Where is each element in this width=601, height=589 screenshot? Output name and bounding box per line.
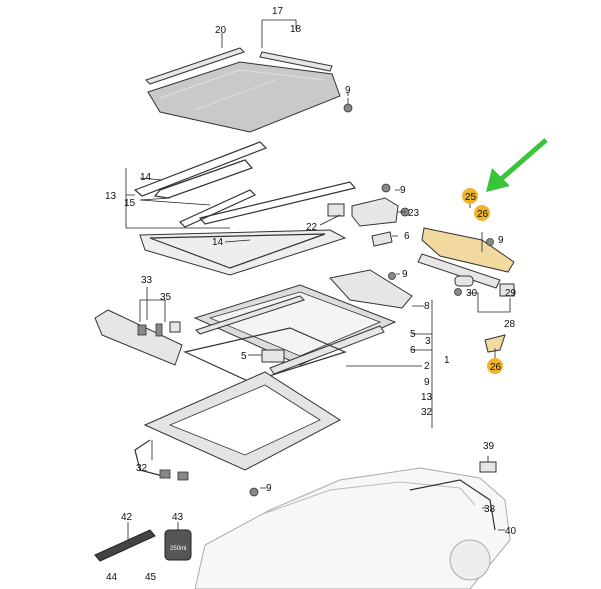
callout-40: 40 [505, 526, 517, 537]
highlight-marker-26 [474, 205, 490, 221]
callout-9b: 9 [400, 185, 406, 196]
seal-set [133, 141, 357, 276]
guide-block [261, 349, 285, 363]
callout-30: 30 [466, 288, 478, 299]
callout-23: 23 [408, 208, 420, 219]
base-frame [143, 371, 341, 471]
bolt [249, 487, 259, 497]
callout-22: 22 [306, 222, 318, 233]
cleaner-can [164, 529, 192, 561]
highlight-marker-25 [462, 188, 478, 204]
callout-5a: 5 [410, 329, 416, 340]
arrow-down-left-icon [486, 138, 548, 192]
callout-32: 32 [421, 407, 433, 418]
callout-45: 45 [145, 572, 157, 583]
callout-17: 17 [272, 6, 284, 17]
rail [417, 253, 501, 289]
callout-14b: 14 [212, 237, 224, 248]
drain-hose [134, 439, 171, 479]
callout-38: 38 [484, 504, 496, 515]
connector [327, 203, 345, 217]
callout-43: 43 [172, 512, 184, 523]
trim-strip-right [259, 51, 333, 72]
callout-35: 35 [160, 292, 172, 303]
callout-33: 33 [141, 275, 153, 286]
drive-motor [351, 197, 399, 227]
callout-2: 2 [424, 361, 430, 372]
highlight-marker-26b [487, 358, 503, 374]
callout-25: 25 [465, 192, 477, 203]
callout-1: 1 [444, 355, 450, 366]
callout-29: 29 [505, 288, 517, 299]
callout-9e: 9 [266, 483, 272, 494]
callout-39: 39 [483, 441, 495, 452]
callout-18: 18 [290, 24, 302, 35]
shade-panel [329, 269, 413, 309]
callout-9f: 9 [498, 235, 504, 246]
sunroof-frame [193, 284, 397, 375]
drain-hose-rear [409, 479, 496, 531]
callout-5b: 5 [241, 351, 247, 362]
leader-lines [125, 19, 511, 540]
trim-strip-left [145, 47, 245, 85]
callout-42: 42 [121, 512, 133, 523]
callout-labels: 20 17 18 9 14 13 15 14 9 23 22 6 9 8 5 3… [105, 6, 517, 583]
callout-26a: 26 [477, 209, 489, 220]
sealant-tube [94, 529, 156, 562]
callout-13b: 13 [421, 392, 433, 403]
clip [371, 231, 393, 247]
callout-9a: 9 [345, 85, 351, 96]
callout-32b: 32 [136, 463, 148, 474]
callout-26b: 26 [490, 362, 502, 373]
callout-9d: 9 [424, 377, 430, 388]
seal-ring [183, 327, 347, 383]
callout-20: 20 [215, 25, 227, 36]
can-label: 250ml [170, 546, 186, 552]
callout-6b: 6 [410, 345, 416, 356]
callout-14a: 14 [140, 172, 152, 183]
glass-panel [147, 61, 341, 133]
callout-28: 28 [504, 319, 516, 330]
callout-8: 8 [424, 301, 430, 312]
bracket [484, 334, 506, 353]
callout-9c: 9 [402, 269, 408, 280]
callout-13: 13 [105, 191, 117, 202]
callout-15: 15 [124, 198, 136, 209]
car-silhouette [194, 467, 511, 589]
callout-3: 3 [425, 336, 431, 347]
bolt [343, 103, 353, 113]
callout-6a: 6 [404, 231, 410, 242]
callout-44: 44 [106, 572, 118, 583]
bolt [381, 183, 391, 193]
trim-cover [94, 309, 183, 366]
